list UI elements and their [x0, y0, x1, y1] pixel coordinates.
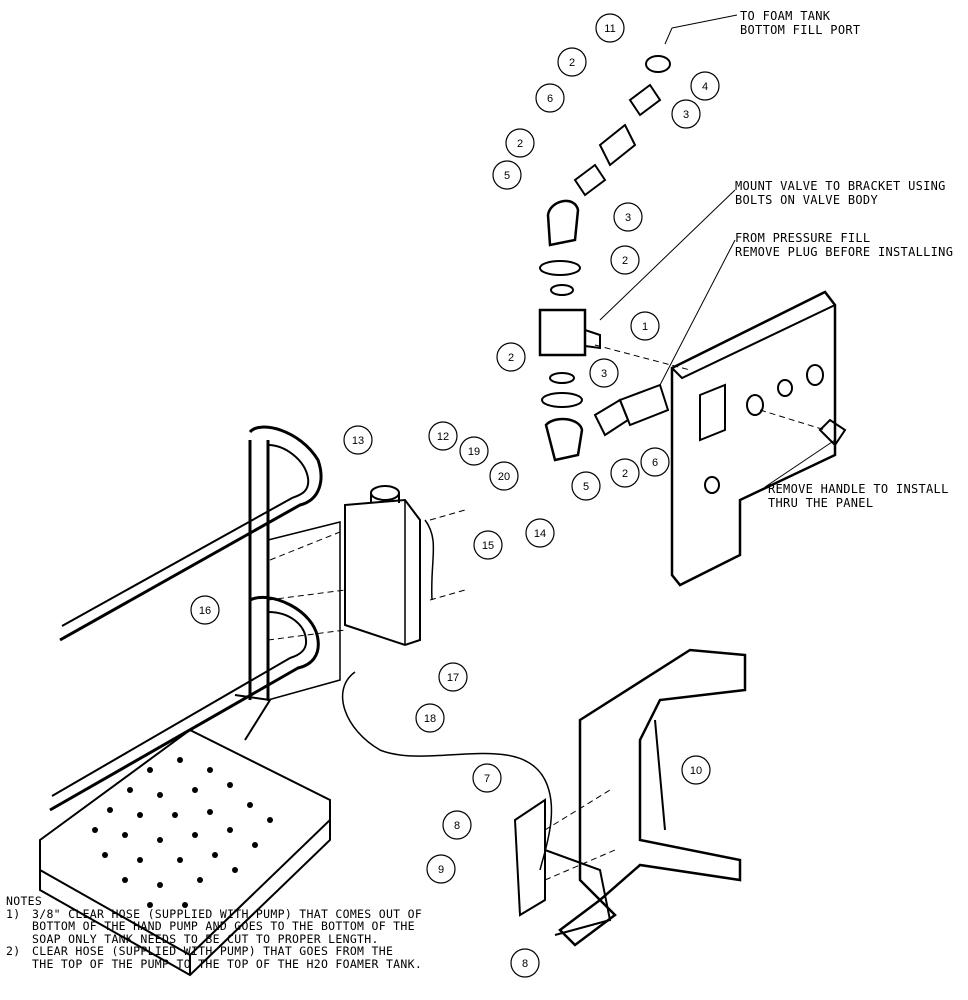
balloon: 7: [472, 763, 502, 793]
svg-text:6: 6: [652, 457, 658, 469]
balloon: 3: [589, 358, 619, 388]
callout-pressure-fill-line2: REMOVE PLUG BEFORE INSTALLING: [735, 245, 954, 259]
svg-text:5: 5: [504, 170, 510, 182]
svg-text:14: 14: [534, 528, 546, 540]
svg-text:15: 15: [482, 540, 494, 552]
callout-remove-handle: REMOVE HANDLE TO INSTALL: [768, 482, 949, 496]
balloon: 19: [459, 436, 489, 466]
svg-text:12: 12: [437, 431, 449, 443]
balloon: 3: [613, 202, 643, 232]
balloon: 2: [610, 245, 640, 275]
balloon: 15: [473, 530, 503, 560]
balloon: 18: [415, 703, 445, 733]
note-line: 3/8" CLEAR HOSE (SUPPLIED WITH PUMP) THA…: [32, 906, 423, 921]
balloon: 8: [510, 948, 540, 978]
mounting-panel: [670, 290, 847, 587]
balloon: 8: [442, 810, 472, 840]
note-line: THE TOP OF THE PUMP TO THE TOP OF THE H2…: [32, 956, 423, 971]
balloon: 6: [535, 83, 565, 113]
svg-text:3: 3: [683, 109, 689, 121]
balloon: 3: [671, 99, 701, 129]
balloon: 2: [496, 342, 526, 372]
note-number: 1): [6, 906, 21, 921]
balloon: 2: [557, 47, 587, 77]
callout-pressure-fill: FROM PRESSURE FILL: [735, 231, 871, 245]
svg-text:10: 10: [690, 765, 702, 777]
balloon: 4: [690, 71, 720, 101]
svg-text:8: 8: [522, 958, 528, 970]
note-item: 1) 3/8" CLEAR HOSE (SUPPLIED WITH PUMP) …: [6, 906, 476, 946]
note-line: BOTTOM OF THE HAND PUMP AND GOES TO THE …: [32, 919, 415, 933]
svg-text:17: 17: [447, 672, 459, 684]
callout-foam-tank-line2: BOTTOM FILL PORT: [740, 23, 861, 37]
balloon: 1: [630, 311, 660, 341]
notes-block: NOTES 1) 3/8" CLEAR HOSE (SUPPLIED WITH …: [6, 895, 476, 970]
balloon: 13: [343, 425, 373, 455]
svg-text:1: 1: [642, 321, 648, 333]
svg-text:2: 2: [622, 468, 628, 480]
hand-pump-tank: [341, 485, 553, 871]
note-number: 2): [6, 944, 21, 958]
note-item: 2) CLEAR HOSE (SUPPLIED WITH PUMP) THAT …: [6, 945, 476, 970]
balloon: 2: [610, 458, 640, 488]
svg-text:2: 2: [569, 57, 575, 69]
balloon: 9: [426, 854, 456, 884]
callout-foam-tank: TO FOAM TANK: [740, 9, 831, 23]
svg-text:16: 16: [199, 605, 211, 617]
svg-text:2: 2: [508, 352, 514, 364]
svg-text:6: 6: [547, 93, 553, 105]
support-bracket: [513, 648, 747, 947]
balloon: 12: [428, 421, 458, 451]
svg-text:13: 13: [352, 435, 364, 447]
balloon: 5: [571, 471, 601, 501]
svg-text:8: 8: [454, 820, 460, 832]
svg-text:19: 19: [468, 446, 480, 458]
balloon: 10: [681, 755, 711, 785]
notes-heading: NOTES: [6, 894, 43, 908]
svg-text:2: 2: [517, 138, 523, 150]
balloon: 17: [438, 662, 468, 692]
note-line: SOAP ONLY TANK NEEDS TO BE CUT TO PROPER…: [32, 931, 379, 946]
svg-text:4: 4: [702, 81, 708, 93]
balloon: 6: [640, 447, 670, 477]
svg-text:18: 18: [424, 713, 436, 725]
svg-text:7: 7: [484, 773, 490, 785]
item-balloons: 11 2 4 6 3 2 5 3 2 1 2 3 6 2 5 13 12 19 …: [190, 13, 720, 978]
svg-text:20: 20: [498, 471, 510, 483]
handrail-step-assembly: [39, 425, 341, 977]
balloon: 5: [492, 160, 522, 190]
note-line: CLEAR HOSE (SUPPLIED WITH PUMP) THAT GOE…: [32, 944, 394, 958]
leader-lines: [267, 14, 836, 881]
balloon: 14: [525, 518, 555, 548]
step-tread-holes: [92, 757, 273, 908]
svg-text:3: 3: [601, 368, 607, 380]
svg-text:3: 3: [625, 212, 631, 224]
balloon: 20: [489, 461, 519, 491]
callout-mount-valve-line2: BOLTS ON VALVE BODY: [735, 193, 878, 207]
svg-text:5: 5: [583, 481, 589, 493]
callout-mount-valve: MOUNT VALVE TO BRACKET USING: [735, 179, 946, 193]
valve-fitting-stack: [538, 55, 671, 462]
svg-text:2: 2: [622, 255, 628, 267]
callout-remove-handle-line2: THRU THE PANEL: [768, 496, 874, 510]
balloon: 16: [190, 595, 220, 625]
balloon: 11: [595, 13, 625, 43]
balloon: 2: [505, 128, 535, 158]
svg-text:9: 9: [438, 864, 444, 876]
svg-text:11: 11: [604, 23, 615, 35]
